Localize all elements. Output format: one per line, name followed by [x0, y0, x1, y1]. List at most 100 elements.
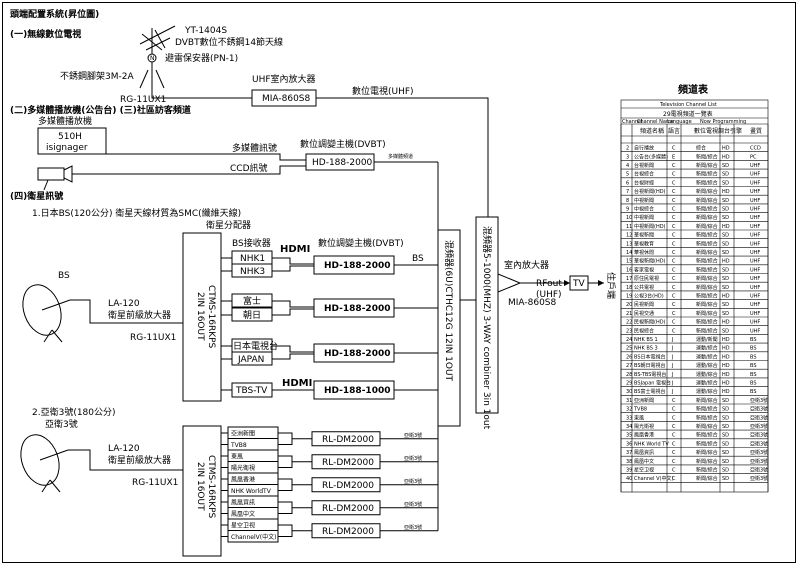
table-cell: C	[672, 146, 676, 152]
channel-table: Television Channel List29電視頻道一覽表ChannelC…	[620, 99, 769, 493]
table-cell: C	[672, 441, 676, 447]
table-cell: 16	[626, 267, 632, 273]
table-cell: 5	[626, 172, 629, 178]
table-cell: SD	[722, 415, 729, 421]
rf-out-label: RFout	[536, 279, 562, 289]
table-cell: 40	[626, 476, 632, 482]
asia-modulator-label: RL-DM2000	[322, 481, 374, 491]
table-cell: C	[672, 215, 676, 221]
bs-title: 1.日本BS(120公分) 衛星天線材質為SMC(纖維天線)	[32, 207, 241, 219]
table-col-en: Channel	[622, 119, 643, 125]
table-cell: HD	[722, 154, 730, 160]
table-col-en: Channel Name	[637, 119, 674, 125]
table-cell: 民視交通	[634, 310, 654, 317]
table-cell: C	[672, 259, 676, 265]
table-cell: 33	[626, 415, 632, 421]
table-cell: 10	[626, 215, 632, 221]
table-cell: 11	[626, 224, 632, 230]
table-cell: SD	[722, 476, 729, 482]
table-cell: 6	[626, 180, 629, 186]
table-cell: 新聞/綜合	[696, 162, 718, 169]
table-cell: 新聞/綜合	[696, 475, 718, 482]
table-col-zh: 數位電視調台引擎	[694, 127, 742, 135]
table-cell: BS朝日電視台	[634, 362, 666, 369]
section-2-title: (二)多媒體播放機(公告台) (三)社區訪客頻道	[10, 104, 191, 116]
bs-splitter-line1: 2IN 16OUT	[195, 292, 205, 341]
asia-lnb-model: LA-120	[108, 444, 140, 454]
asia-out-label: 亞衛3號	[404, 501, 422, 508]
table-cell: 新聞/綜合	[696, 275, 718, 282]
table-cell: C	[672, 285, 676, 291]
uhf-amp-label: UHF室內放大器	[252, 73, 316, 85]
table-cell: 新聞/綜合	[696, 432, 718, 439]
table-cell: C	[672, 224, 676, 230]
table-cell: C	[672, 328, 676, 334]
table-cell: Channel V(中文)	[634, 475, 673, 482]
table-cell: 公視3台(HD)	[634, 293, 664, 300]
table-cell: 運動/綜合	[696, 371, 718, 378]
table-cell: 新聞/綜合	[696, 440, 718, 447]
table-cell: UHF	[750, 276, 760, 282]
table-cell: UHF	[750, 302, 760, 308]
asia-channel-label: 鳳凰香港	[231, 476, 255, 484]
tv-label: TV	[572, 279, 585, 289]
player-box-line1: 510H	[58, 132, 82, 142]
table-cell: C	[672, 433, 676, 439]
table-cell: 39	[626, 468, 632, 474]
table-cell: C	[672, 276, 676, 282]
table-cell: 新聞/綜合	[696, 153, 718, 160]
table-cell: 新聞/綜合	[696, 414, 718, 421]
antenna-cable-label: RG-11UX1	[120, 95, 166, 105]
final-amp-model: MIA-860S8	[508, 298, 557, 308]
table-cell: SD	[722, 328, 729, 334]
table-cell: BS	[750, 389, 757, 395]
table-cell: UHF	[750, 267, 760, 273]
bs-receiver-label: BS接收器	[232, 237, 271, 249]
table-cell: 公告台(多媒體)	[634, 153, 668, 160]
table-cell: J	[671, 337, 673, 343]
table-cell: 32	[626, 407, 632, 413]
table-cell: C	[672, 198, 676, 204]
asia-splitter-box	[182, 425, 222, 557]
asia-channel-label: NHK WorldTV	[231, 488, 272, 495]
table-cell: 新聞/綜合	[696, 214, 718, 221]
table-cell: 新聞/綜合	[696, 206, 718, 213]
table-cell: 亞衛3號	[750, 440, 768, 447]
table-cell: 24	[626, 337, 632, 343]
mm-modulator-model: HD-188-2000	[312, 158, 373, 168]
player-label: 多媒體播放機	[38, 115, 92, 127]
table-col-zh: 頻道名稱	[640, 127, 664, 135]
table-header-zh: 29電視頻道一覽表	[663, 110, 713, 118]
table-cell: 25	[626, 346, 632, 352]
final-amp-icon	[497, 273, 522, 293]
table-cell: 8	[626, 198, 629, 204]
table-cell: 亞衛3號	[750, 458, 768, 465]
bs-modulator-1-label: HD-188-2000	[324, 261, 390, 271]
table-cell: 26	[626, 354, 632, 360]
table-cell: 新聞/綜合	[696, 188, 718, 195]
table-cell: C	[672, 302, 676, 308]
table-cell: UHF	[750, 224, 760, 230]
table-cell: 亞衛3號	[750, 432, 768, 439]
table-cell: 台視新聞(HD)	[634, 188, 666, 195]
table-cell: UHF	[750, 259, 760, 265]
table-cell: 新聞/綜合	[696, 223, 718, 230]
table-cell: HD	[722, 372, 730, 378]
table-cell: 新聞/綜合	[696, 197, 718, 204]
table-cell: HD	[722, 354, 730, 360]
table-cell: C	[672, 189, 676, 195]
table-cell: 運動/新聞	[696, 336, 718, 343]
table-cell: 運動/綜合	[696, 345, 718, 352]
asia-channel-label: 鳳凰中文	[231, 510, 255, 518]
table-cell: 公共電視	[634, 284, 654, 291]
table-cell: BS富士電視台	[634, 388, 666, 395]
bs-dish-label: BS	[58, 271, 70, 281]
table-cell: 28	[626, 372, 632, 378]
table-cell: 9	[626, 207, 629, 213]
table-cell: UHF	[750, 328, 760, 334]
combiner-12in	[437, 229, 461, 427]
mm-channel-label: 多媒體頻道	[388, 153, 413, 160]
table-cell: 自行播放	[634, 145, 654, 152]
antenna-model: YT-1404S	[184, 26, 227, 36]
receiver-asahi-label: 朝日	[243, 310, 261, 321]
